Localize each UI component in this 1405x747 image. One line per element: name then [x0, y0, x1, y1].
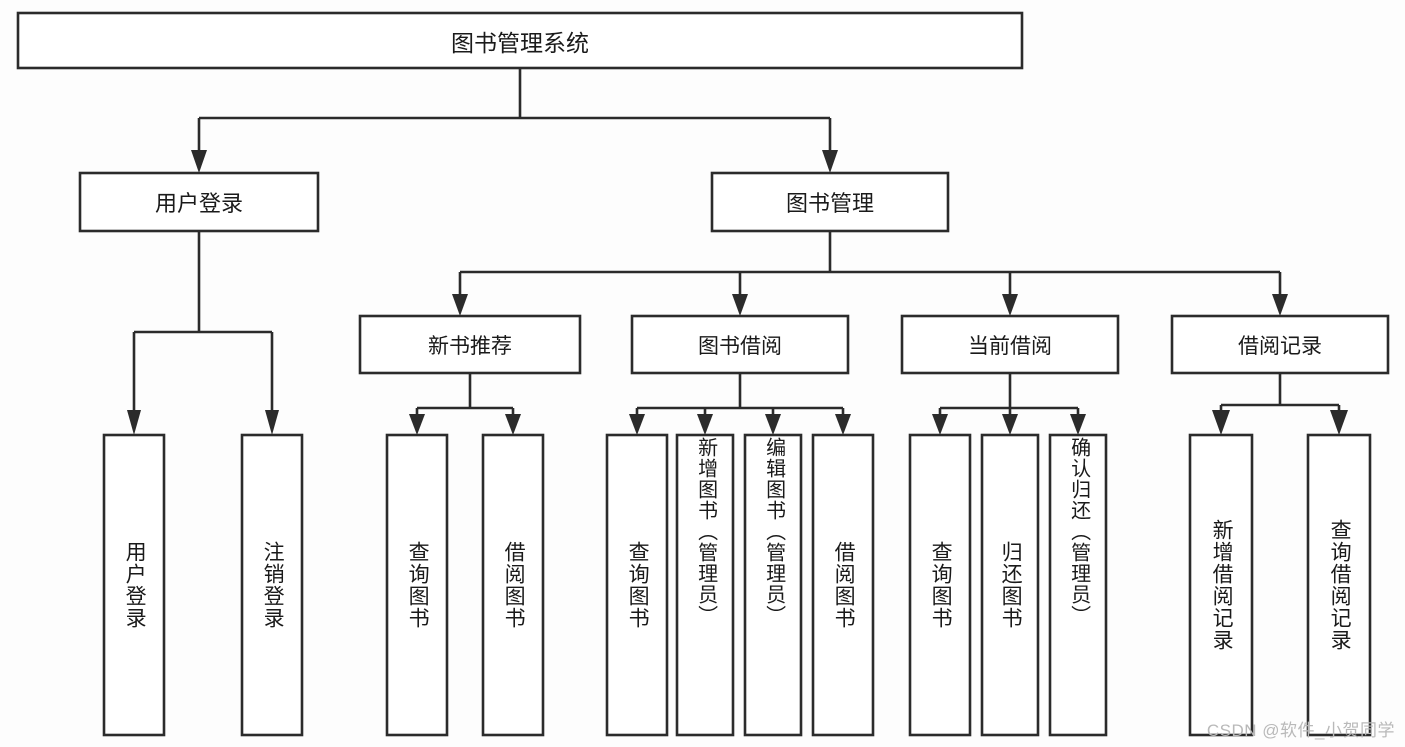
arrow-head-leaf-book-borrow-2	[765, 414, 781, 435]
arrow-head-leaf-new-book-0	[409, 414, 425, 435]
watermark: CSDN @软件_小贺同学	[1206, 721, 1395, 740]
arrow-head-leaf-new-book-1	[505, 414, 521, 435]
arrow-head-leaf-current-borrow-0	[932, 414, 948, 435]
node-book-borrow[interactable]	[630, 314, 850, 375]
node-new-book-recommend[interactable]	[358, 314, 582, 375]
arrow-head-new-book-recommend	[452, 294, 468, 316]
arrow-head-leaf-current-borrow-2	[1070, 414, 1086, 435]
leaf-user-login-1[interactable]	[240, 433, 304, 737]
arrow-head-leaf-book-borrow-3	[835, 414, 851, 435]
arrow-head-leaf-borrow-record-1	[1330, 410, 1348, 435]
arrow-head-user-login	[191, 150, 207, 173]
leaf-new-book-0[interactable]	[385, 433, 449, 737]
leaf-user-login-0[interactable]	[102, 433, 166, 737]
node-user-login[interactable]	[78, 171, 320, 233]
connector-book-borrow-leaves	[629, 373, 851, 435]
node-borrow-record[interactable]	[1170, 314, 1390, 375]
connector-user-login-leaves	[127, 231, 279, 435]
node-root[interactable]	[16, 11, 1024, 70]
connector-book-management-level3	[452, 231, 1288, 316]
node-book-management[interactable]	[710, 171, 950, 233]
leaf-current-borrow-1[interactable]	[980, 433, 1040, 737]
arrow-head-book-management	[822, 150, 838, 173]
arrow-head-leaf-borrow-record-0	[1212, 410, 1230, 435]
leaf-current-borrow-0[interactable]	[908, 433, 972, 737]
leaf-current-borrow-2[interactable]	[1048, 433, 1108, 737]
arrow-head-leaf-book-borrow-0	[629, 414, 645, 435]
connector-new-book-leaves	[409, 373, 521, 435]
arrow-head-book-borrow	[732, 294, 748, 316]
leaf-book-borrow-2[interactable]	[743, 433, 803, 737]
connector-current-borrow-leaves	[932, 373, 1086, 435]
leaf-book-borrow-3[interactable]	[811, 433, 875, 737]
leaf-book-borrow-1[interactable]	[675, 433, 735, 737]
arrow-head-leaf-user-login-0	[127, 410, 141, 435]
connector-borrow-record-leaves	[1212, 373, 1348, 435]
arrow-head-leaf-current-borrow-1	[1002, 414, 1018, 435]
leaf-book-borrow-0[interactable]	[605, 433, 669, 737]
arrow-head-borrow-record	[1272, 294, 1288, 316]
leaf-new-book-1[interactable]	[481, 433, 545, 737]
leaf-borrow-record-1[interactable]	[1306, 433, 1372, 737]
arrow-head-leaf-book-borrow-1	[697, 414, 713, 435]
node-current-borrow[interactable]	[900, 314, 1120, 375]
arrow-head-leaf-user-login-1	[265, 410, 279, 435]
arrow-head-current-borrow	[1002, 294, 1018, 316]
leaf-borrow-record-0[interactable]	[1188, 433, 1254, 737]
connector-root-to-level2	[191, 68, 838, 173]
